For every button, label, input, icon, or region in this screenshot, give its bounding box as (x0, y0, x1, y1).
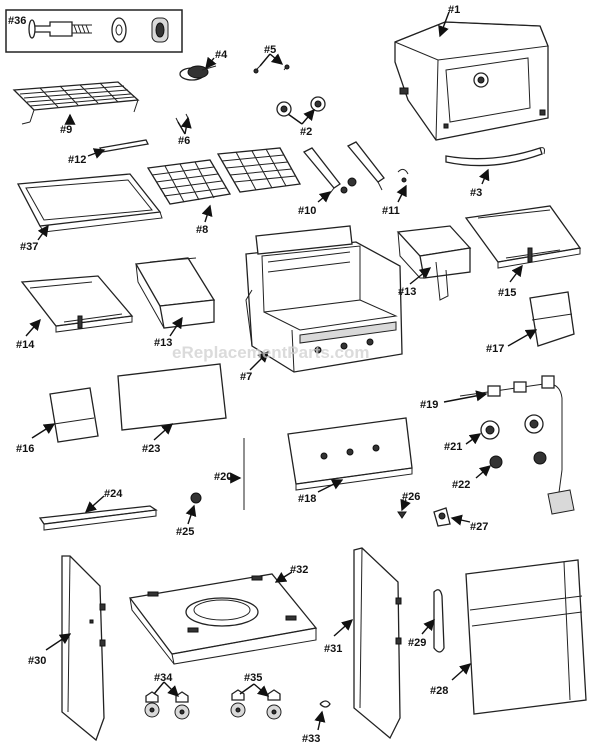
label-part-31: #31 (324, 643, 342, 655)
part-21-valve-knobs (480, 414, 544, 440)
label-part-33: #33 (302, 733, 320, 745)
label-part-12: #12 (68, 154, 86, 166)
part-29-door-handle (433, 589, 445, 653)
label-part-19: #19 (420, 399, 438, 411)
label-part-20: #20 (214, 471, 232, 483)
part-34-casters (144, 691, 190, 720)
part-15-side-shelf-right (464, 205, 582, 269)
part-33-hook (319, 700, 331, 708)
part-3-lid-handle (445, 147, 545, 167)
part-11-burner-tube (346, 141, 409, 191)
part-30-left-cart-panel (61, 555, 106, 742)
label-part-29: #29 (408, 637, 426, 649)
label-part-37: #37 (20, 241, 38, 253)
label-part-21: #21 (444, 441, 462, 453)
part-5-screws (253, 64, 290, 74)
label-part-28: #28 (430, 685, 448, 697)
label-part-10: #10 (298, 205, 316, 217)
part-35-casters (230, 689, 282, 720)
part-9-warming-rack (12, 81, 140, 125)
label-part-35: #35 (244, 672, 262, 684)
part-37-drip-tray (16, 173, 163, 233)
label-part-2: #2 (300, 126, 312, 138)
label-part-8: #8 (196, 224, 208, 236)
part-2-burner-valves (276, 96, 326, 117)
label-part-34: #34 (154, 672, 173, 684)
label-part-6: #6 (178, 135, 190, 147)
part-18-control-panel (287, 417, 413, 491)
label-part-11: #11 (382, 205, 400, 217)
part-13-side-shelf-left (134, 257, 216, 329)
part-23-front-panel (117, 363, 227, 431)
part-32-bottom-shelf (128, 573, 318, 665)
label-part-23: #23 (142, 443, 160, 455)
part-4-knob (179, 65, 217, 81)
label-part-9: #9 (60, 124, 72, 136)
part-12-bracket (99, 139, 149, 153)
label-part-13-left: #13 (154, 337, 172, 349)
label-part-7: #7 (240, 371, 252, 383)
part-28-cabinet-door (465, 559, 587, 715)
label-part-36: #36 (8, 15, 26, 27)
part-25-nut (190, 492, 202, 504)
label-part-16: #16 (16, 443, 34, 455)
part-36-igniter-kit (5, 9, 183, 53)
label-part-15: #15 (498, 287, 516, 299)
part-22-knobs (489, 451, 547, 469)
label-part-5: #5 (264, 44, 276, 56)
label-part-22: #22 (452, 479, 470, 491)
part-16-panel (49, 387, 99, 443)
part-7-firebox (245, 225, 403, 373)
part-24-rail (38, 505, 158, 531)
label-part-14: #14 (16, 339, 35, 351)
label-part-26: #26 (402, 491, 420, 503)
part-14-side-shelf-left (20, 275, 134, 333)
label-part-30: #30 (28, 655, 46, 667)
label-part-4: #4 (215, 49, 228, 61)
watermark: eReplacementParts.com (172, 343, 369, 362)
label-part-25: #25 (176, 526, 194, 538)
part-26-screw (397, 511, 407, 519)
label-part-27: #27 (470, 521, 488, 533)
label-part-13-right: #13 (398, 286, 416, 298)
label-part-18: #18 (298, 493, 316, 505)
part-17-side-panel (529, 291, 575, 347)
label-part-3: #3 (470, 187, 482, 199)
part-1-lid (394, 21, 549, 141)
part-31-right-cart-panel (353, 547, 402, 740)
label-part-17: #17 (486, 343, 504, 355)
part-19-manifold-hose (459, 375, 575, 515)
part-27-regulator (433, 507, 451, 527)
label-part-1: #1 (448, 4, 460, 16)
label-part-24: #24 (104, 488, 123, 500)
part-10-burner-tube (302, 147, 357, 197)
part-8-cooking-grates (146, 147, 302, 205)
label-part-32: #32 (290, 564, 308, 576)
